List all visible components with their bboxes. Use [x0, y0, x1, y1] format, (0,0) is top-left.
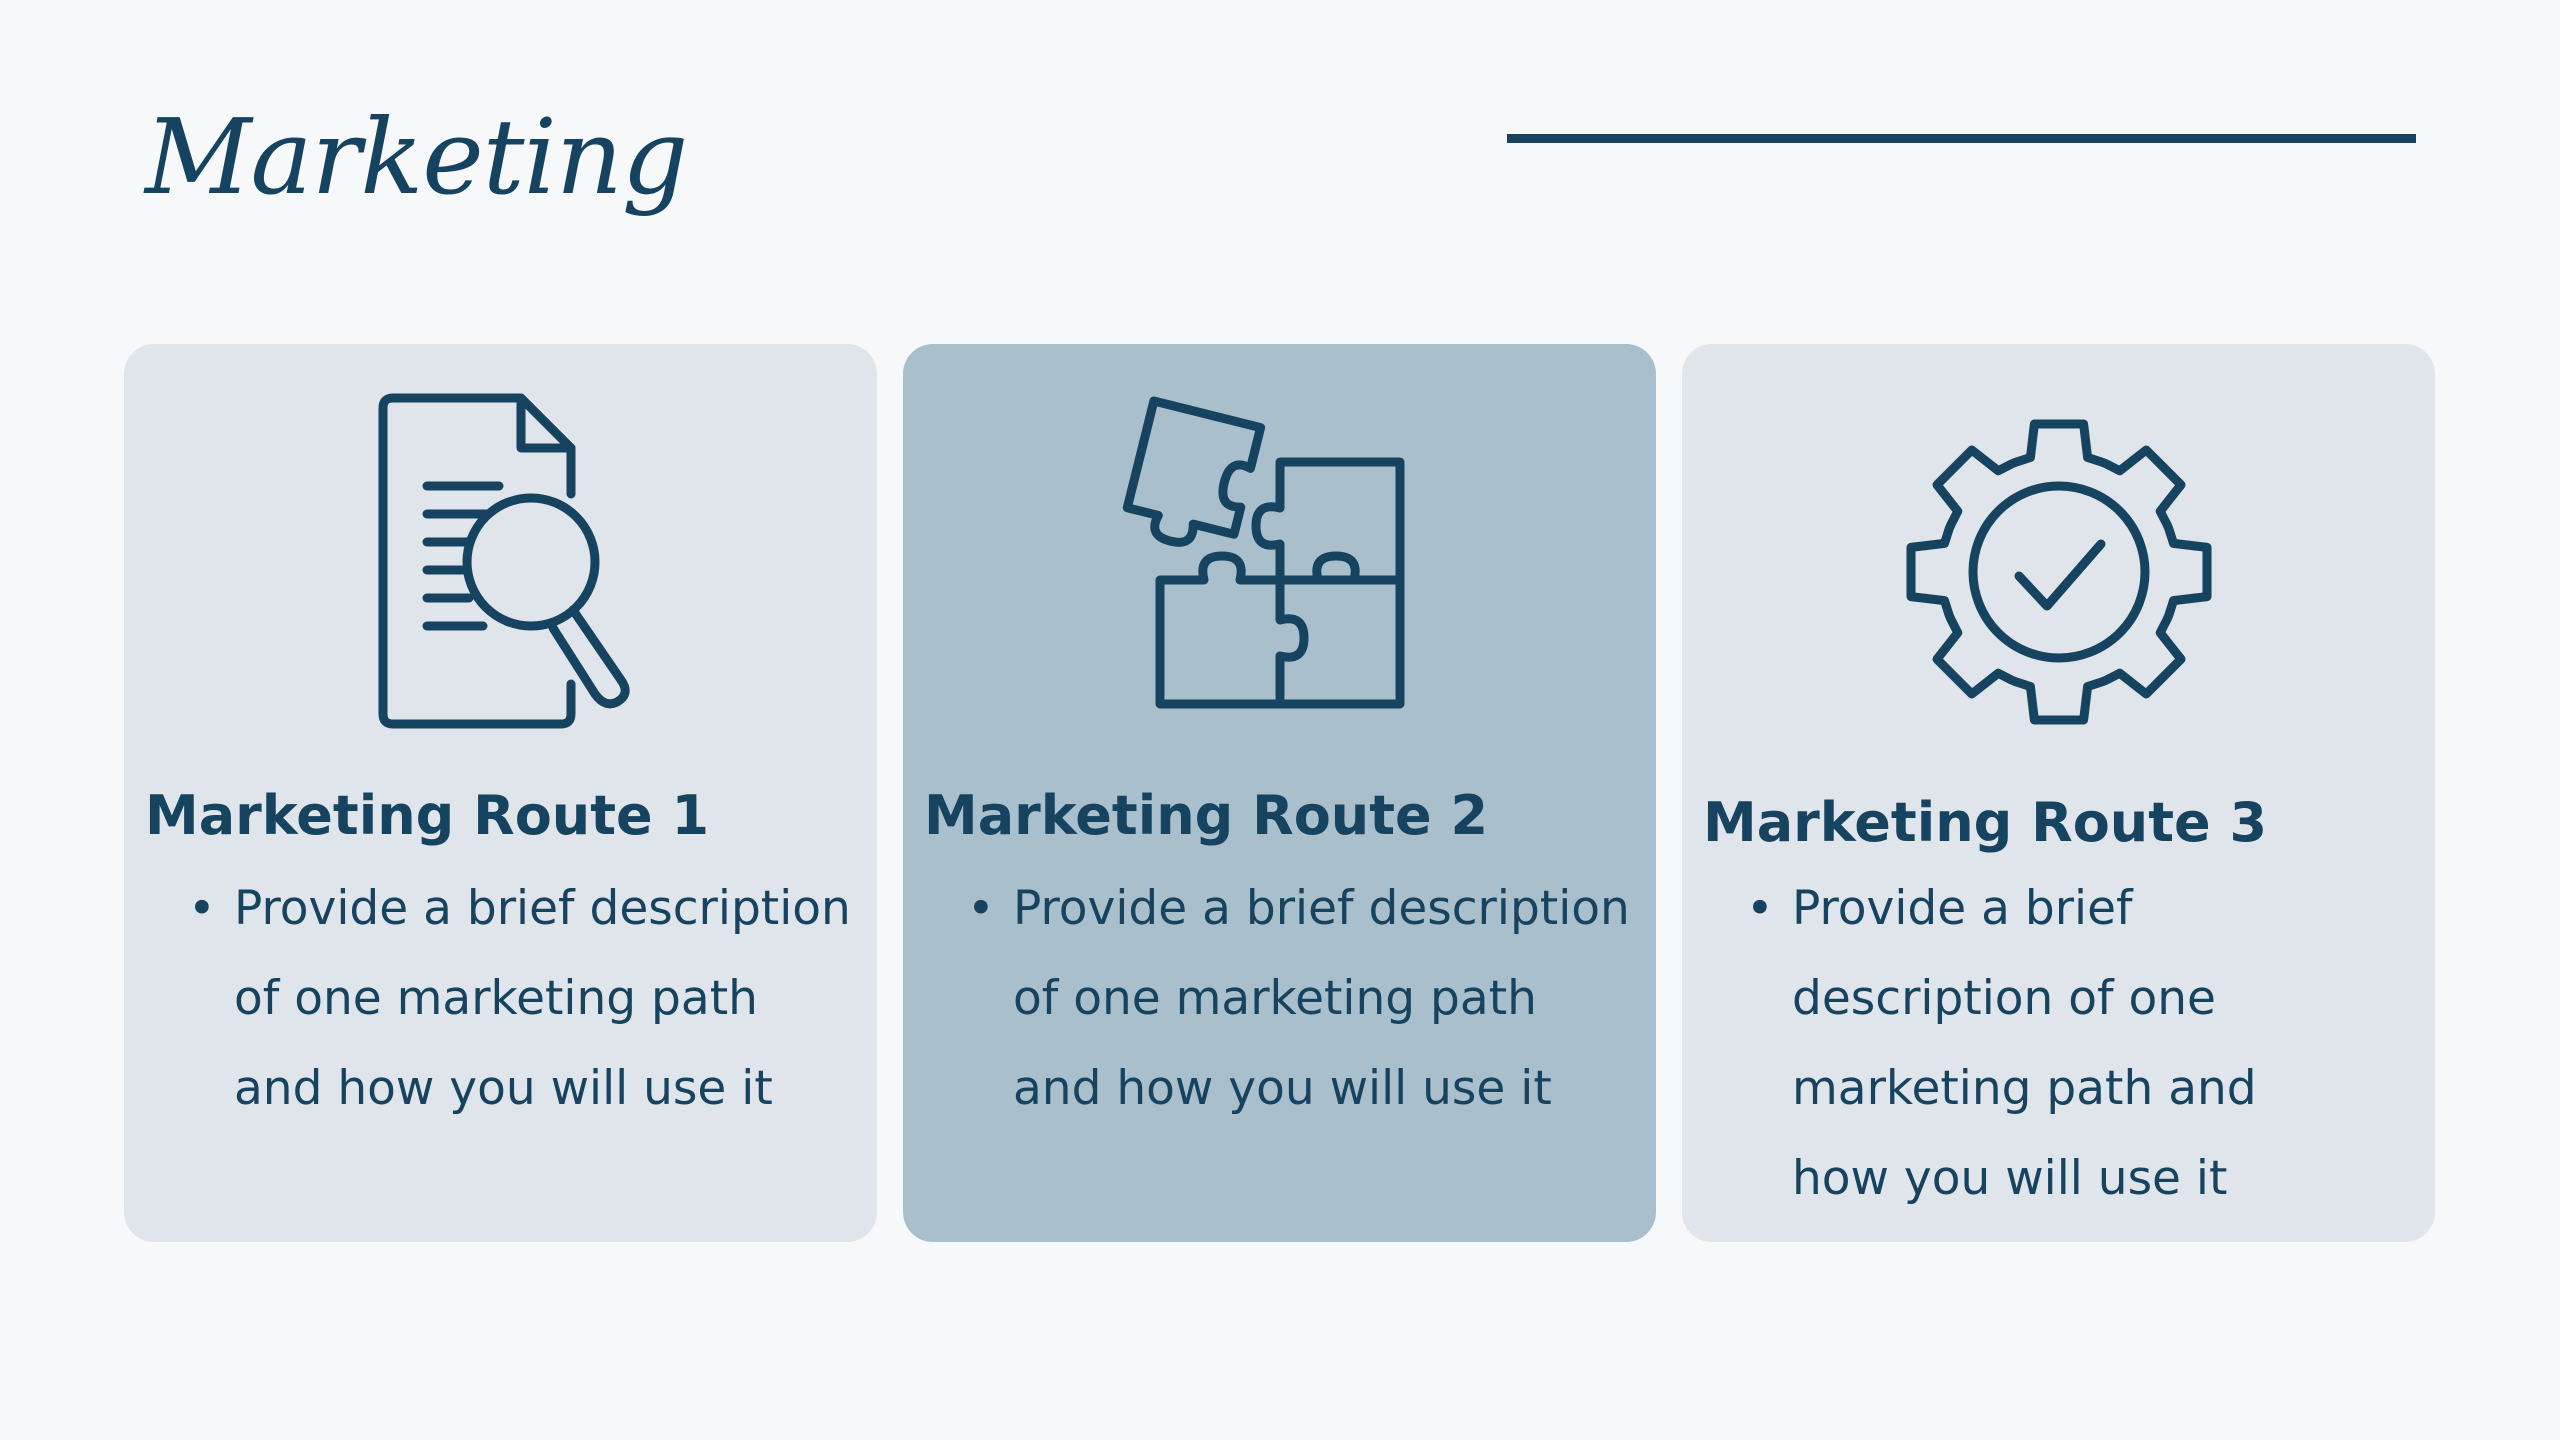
bullet-dot: • — [1746, 881, 1774, 936]
card-bullet-item: • Provide a brief description of one mar… — [967, 864, 1633, 1134]
gear-check-icon — [1879, 384, 2239, 744]
marketing-route-card-3: Marketing Route 3 • Provide a brief desc… — [1682, 344, 2435, 1242]
marketing-route-card-1: Marketing Route 1 • Provide a brief desc… — [124, 344, 877, 1242]
card-description: Provide a brief description of one marke… — [1792, 881, 2257, 1206]
bullet-dot: • — [188, 881, 216, 936]
header-divider-line — [1507, 134, 2416, 143]
card-description: Provide a brief description of one marke… — [234, 881, 851, 1116]
card-bullet-item: • Provide a brief description of one mar… — [1746, 864, 2332, 1224]
slide-title: Marketing — [145, 96, 688, 218]
card-title: Marketing Route 1 — [145, 784, 710, 847]
puzzle-pieces-icon — [1100, 384, 1460, 744]
bullet-dot: • — [967, 881, 995, 936]
card-bullet-item: • Provide a brief description of one mar… — [188, 864, 854, 1134]
card-title: Marketing Route 3 — [1703, 791, 2268, 854]
card-title: Marketing Route 2 — [924, 784, 1489, 847]
card-description: Provide a brief description of one marke… — [1013, 881, 1630, 1116]
marketing-route-card-2: Marketing Route 2 • Provide a brief desc… — [903, 344, 1656, 1242]
document-search-icon — [321, 384, 681, 744]
